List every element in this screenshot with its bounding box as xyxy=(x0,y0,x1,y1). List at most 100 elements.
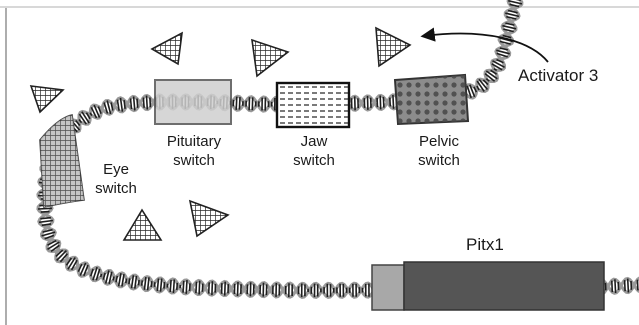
activator-markers xyxy=(29,26,412,241)
dna-base-pair xyxy=(499,40,511,45)
dna-base-pair xyxy=(626,278,630,293)
pelvic-switch-label: Pelvic switch xyxy=(405,132,473,170)
triangle-crosshatch-icon xyxy=(375,26,412,68)
pitx1-label: Pitx1 xyxy=(466,235,504,254)
dna-base-pair xyxy=(236,281,239,297)
dna-base-pair xyxy=(137,279,140,286)
dna-base-pair xyxy=(235,96,238,110)
pelvic-switch-box xyxy=(393,73,470,126)
dna-base-pair xyxy=(50,244,60,253)
dna-base-pair xyxy=(136,98,139,108)
dna-base-pair xyxy=(382,96,385,108)
dna-base-pair xyxy=(636,279,639,291)
dna-base-pair xyxy=(123,100,126,109)
pelvic-switch-label-line2: switch xyxy=(418,152,460,169)
dna-base-pair xyxy=(207,282,210,294)
pituitary-switch-label-line2: switch xyxy=(173,152,215,169)
dna-base-pair xyxy=(493,68,498,72)
dna-base-pair xyxy=(121,273,125,287)
dna-base-pair xyxy=(85,112,91,120)
dna-base-pair xyxy=(496,58,504,64)
dna-base-pair xyxy=(503,28,514,33)
dna-base-pair xyxy=(505,12,520,18)
pituitary-switch-label-line1: Pituitary xyxy=(166,133,222,150)
eye-switch-label-line1: Eye xyxy=(103,161,129,178)
dna-base-pair xyxy=(496,52,508,58)
dna-base-pair xyxy=(130,275,135,289)
dna-base-pair xyxy=(128,278,131,285)
dna-base-pair xyxy=(499,47,508,51)
dna-base-pair xyxy=(119,97,124,112)
triangle-crosshatch-icon xyxy=(150,31,183,66)
triangle-crosshatch-icon xyxy=(122,208,163,241)
curved-arrow-icon xyxy=(420,27,549,63)
dna-base-pair xyxy=(42,228,53,233)
dna-base-pair xyxy=(81,111,90,124)
dna-base-pair xyxy=(125,278,128,284)
dna-base-pair xyxy=(473,86,478,93)
dna-base-pair xyxy=(134,275,138,289)
dna-base-pair xyxy=(99,273,103,278)
dna-base-pair xyxy=(55,249,64,257)
eye-switch-box xyxy=(39,114,85,208)
dna-base-pair xyxy=(79,262,87,276)
dna-base-pair xyxy=(92,266,98,281)
dna-base-pair xyxy=(163,282,166,289)
dna-base-pair xyxy=(56,250,67,262)
dna-base-pair xyxy=(484,72,496,82)
jaw-switch-box xyxy=(275,81,351,129)
jaw-switch-label-line1: Jaw xyxy=(300,133,328,150)
dna-base-pair xyxy=(176,282,179,290)
dna-base-pair xyxy=(507,9,518,14)
dna-base-pair xyxy=(496,49,510,55)
dna-base-pair xyxy=(392,94,395,109)
pitx1-gene xyxy=(371,261,605,311)
dna-base-pair xyxy=(44,234,55,240)
triangle-crosshatch-icon xyxy=(188,199,230,238)
dna-base-pair xyxy=(476,85,480,91)
dna-base-pair xyxy=(482,79,489,86)
dna-base-pair xyxy=(156,278,160,292)
dna-base-pair xyxy=(143,277,147,290)
dna-base-pair xyxy=(93,104,101,118)
dna-base-pair xyxy=(149,97,152,108)
dna-base-pair xyxy=(40,210,50,213)
activator-3-label: Activator 3 xyxy=(518,66,599,85)
dna-base-pair xyxy=(146,277,150,291)
dna-base-pair xyxy=(614,279,617,294)
dna-base-pair xyxy=(112,276,115,281)
dna-base-pair xyxy=(47,241,60,250)
dna-base-pair xyxy=(41,231,56,237)
dna-base-pair xyxy=(389,97,392,107)
dna-base-pair xyxy=(104,270,110,284)
dna-base-pair xyxy=(469,84,476,98)
dna-base-pair xyxy=(59,253,69,263)
pelvic-switch-label-line1: Pelvic xyxy=(418,133,459,150)
dna-base-pair xyxy=(37,207,52,210)
dna-base-pair xyxy=(140,280,144,286)
pituitary-switch-label: Pituitary switch xyxy=(152,132,236,170)
dna-base-pair xyxy=(611,280,614,293)
jaw-switch-label: Jaw switch xyxy=(280,132,348,170)
dna-base-pair xyxy=(478,78,489,91)
pitx1-coding-region xyxy=(403,261,605,311)
dna-base-pair xyxy=(90,106,98,119)
dna-base-pair xyxy=(65,257,73,266)
dna-base-pair xyxy=(106,100,112,115)
dna-base-pair xyxy=(485,77,490,82)
triangle-crosshatch-icon xyxy=(251,38,290,78)
dna-base-pair xyxy=(491,63,503,71)
dna-base-pair xyxy=(38,219,54,224)
dna-base-pair xyxy=(150,281,153,288)
dna-base-pair xyxy=(75,119,81,127)
dna-base-pair xyxy=(89,268,94,277)
dna-base-pair xyxy=(40,216,51,220)
dna-base-pair xyxy=(117,273,122,287)
dna-base-pair xyxy=(379,95,382,110)
dna-base-pair xyxy=(485,70,498,80)
dna-base-pair xyxy=(97,106,102,114)
dna-base-pair xyxy=(116,99,120,111)
dna-base-pair xyxy=(83,264,89,277)
dna-base-pair xyxy=(110,102,114,111)
